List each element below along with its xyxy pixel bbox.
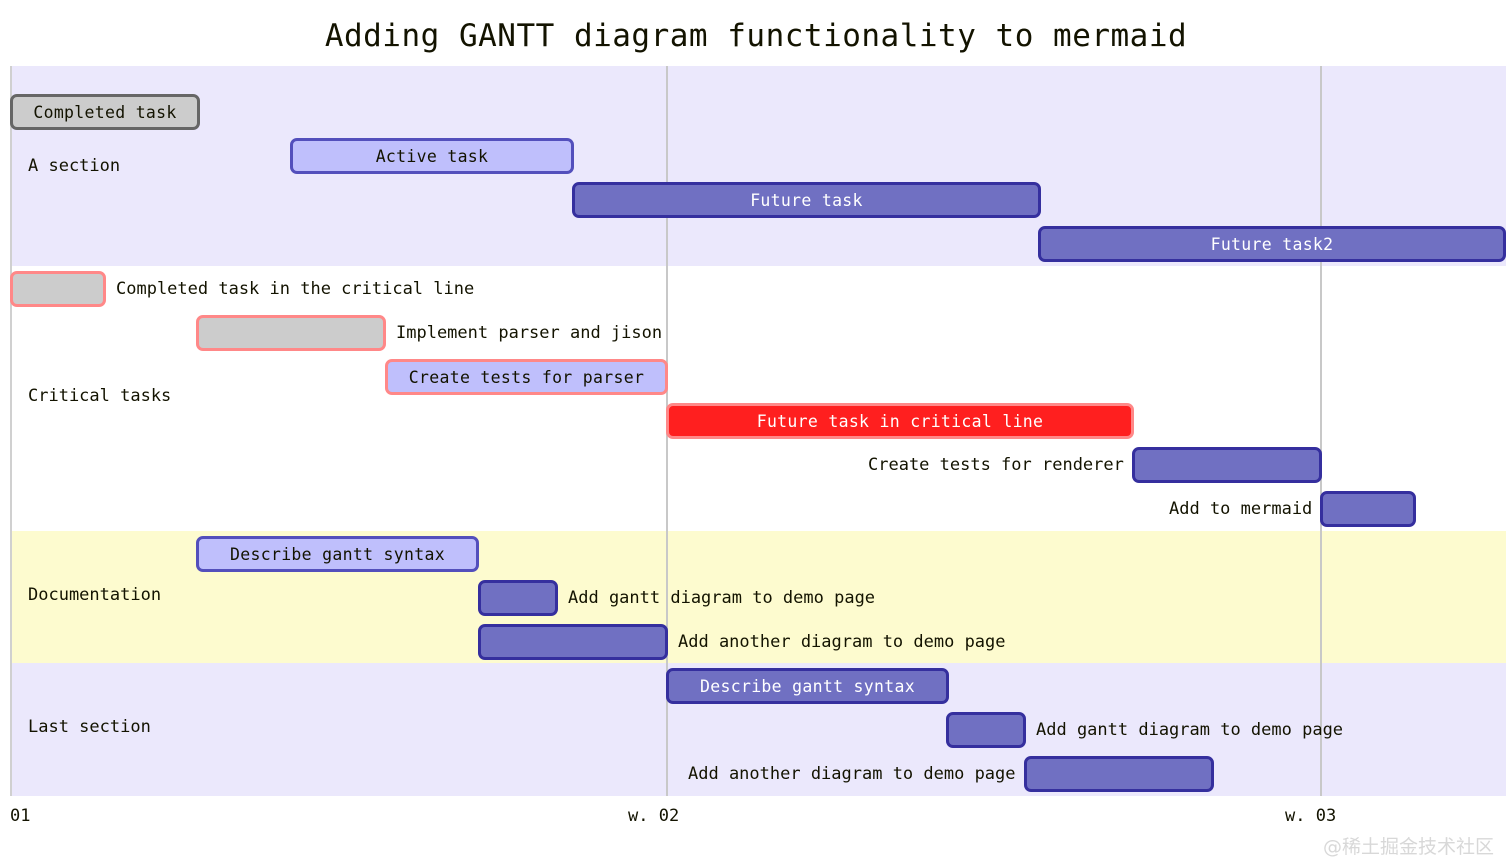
task-bar-label: Active task — [375, 146, 489, 166]
task-bar[interactable] — [10, 271, 106, 307]
task-bar-label: Create tests for parser — [408, 367, 645, 387]
task-bar[interactable] — [478, 580, 558, 616]
task-bar[interactable] — [1132, 447, 1322, 483]
task-outside-label: Completed task in the critical line — [116, 279, 475, 299]
task-outside-label: Add gantt diagram to demo page — [568, 588, 876, 608]
task-bar-label: Future task — [750, 190, 863, 210]
task-bar-label: Future task in critical line — [756, 411, 1044, 431]
grid-line-2 — [1320, 66, 1322, 796]
task-bar[interactable]: Describe gantt syntax — [196, 536, 479, 572]
task-bar[interactable]: Future task2 — [1038, 226, 1506, 262]
task-bar[interactable] — [1024, 756, 1214, 792]
section-label: Critical tasks — [28, 386, 172, 406]
section-label: A section — [28, 156, 121, 176]
section-label: Last section — [28, 717, 151, 737]
task-bar[interactable] — [1320, 491, 1416, 527]
page-title: Adding GANTT diagram functionality to me… — [324, 18, 1188, 54]
task-bar-label: Describe gantt syntax — [700, 676, 915, 696]
task-outside-label: Add gantt diagram to demo page — [1036, 720, 1344, 740]
task-bar-label: Describe gantt syntax — [230, 544, 445, 564]
task-bar[interactable]: Completed task — [10, 94, 200, 130]
task-bar[interactable] — [196, 315, 386, 351]
task-bar[interactable] — [946, 712, 1026, 748]
task-bar[interactable]: Create tests for parser — [385, 359, 668, 395]
task-outside-label: Add to mermaid — [1169, 499, 1313, 519]
task-bar[interactable]: Describe gantt syntax — [666, 668, 949, 704]
grid-line-0 — [10, 66, 12, 796]
task-bar[interactable]: Active task — [290, 138, 574, 174]
task-bar[interactable]: Future task — [572, 182, 1041, 218]
task-outside-label: Add another diagram to demo page — [688, 764, 1016, 784]
section-band-1 — [10, 266, 1506, 531]
task-outside-label: Create tests for renderer — [868, 455, 1124, 475]
task-bar-label: Completed task — [33, 102, 177, 122]
task-bar-label: Future task2 — [1210, 234, 1334, 254]
task-outside-label: Implement parser and jison — [396, 323, 663, 343]
axis-tick-label: w. 02 — [628, 806, 680, 826]
time-axis: 01 w. 02 w. 03 — [10, 796, 1506, 836]
axis-tick-label: w. 03 — [1285, 806, 1337, 826]
task-bar[interactable]: Future task in critical line — [666, 403, 1134, 439]
task-bar[interactable] — [478, 624, 668, 660]
section-label: Documentation — [28, 585, 162, 605]
task-outside-label: Add another diagram to demo page — [678, 632, 1006, 652]
watermark: @稀土掘金技术社区 — [1322, 836, 1494, 858]
axis-tick-label: 01 — [10, 806, 31, 826]
